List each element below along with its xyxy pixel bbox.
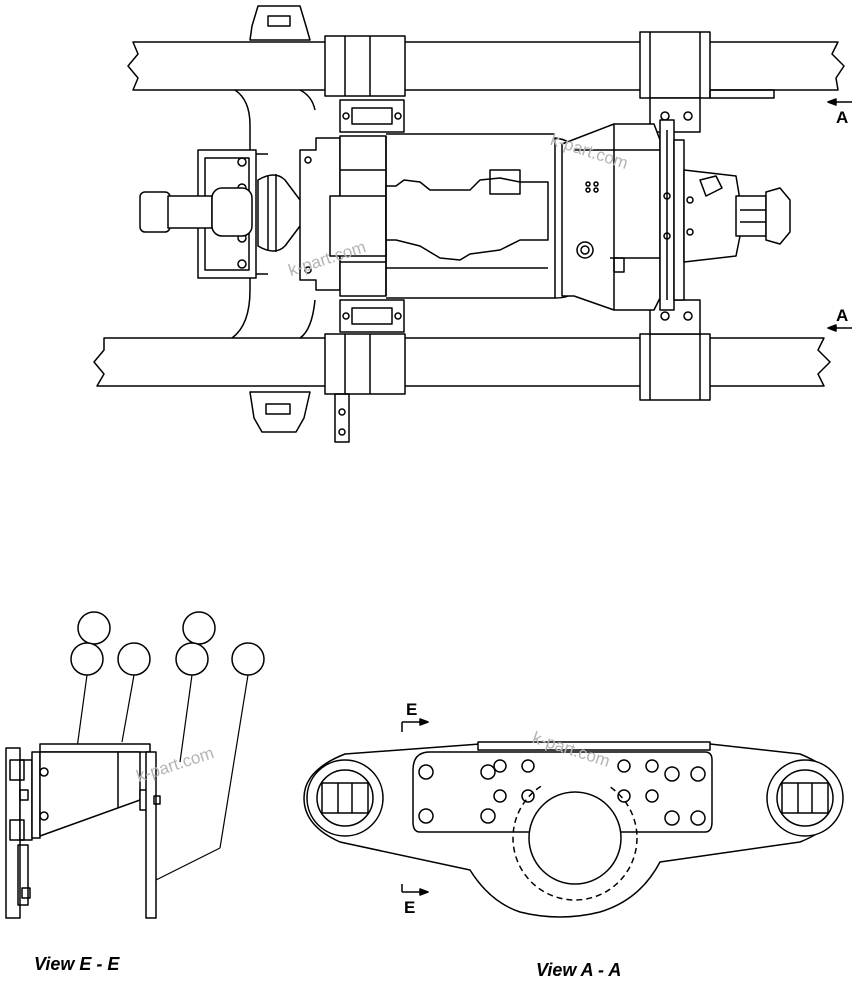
pinion-yoke <box>683 169 791 263</box>
callout-balloon <box>117 642 151 676</box>
view-e-label: View E - E <box>34 954 120 974</box>
lower-frame-rail <box>93 337 831 387</box>
differential-housing <box>554 119 685 311</box>
section-label-e-top: E <box>406 700 418 719</box>
callout-balloon <box>231 642 265 676</box>
callout-balloon <box>182 611 216 645</box>
view-a-drawing <box>303 718 844 918</box>
right-rail-brackets <box>639 31 775 401</box>
callout-balloons <box>70 611 265 676</box>
plan-view <box>93 5 852 443</box>
section-arrow-e-bottom <box>401 884 429 896</box>
upper-frame-rail <box>127 41 845 91</box>
callout-balloon <box>70 642 104 676</box>
callout-balloon <box>77 611 111 645</box>
section-label-a-top: A <box>836 108 849 127</box>
section-arrow-a-top <box>827 98 852 106</box>
bearing-blocks <box>339 99 405 333</box>
bolt-holes <box>418 759 706 826</box>
section-arrow-e-top <box>401 718 429 732</box>
axle-housing <box>299 133 555 299</box>
view-e-drawing <box>5 611 265 919</box>
left-hub-assembly <box>139 149 331 279</box>
view-a-label: View A - A <box>536 960 622 980</box>
section-label-e-bottom: E <box>404 898 416 917</box>
left-rail-brackets <box>249 5 406 443</box>
callout-balloon <box>175 642 209 676</box>
section-arrow-a-bottom <box>827 324 852 332</box>
section-label-a-bottom: A <box>836 306 849 325</box>
